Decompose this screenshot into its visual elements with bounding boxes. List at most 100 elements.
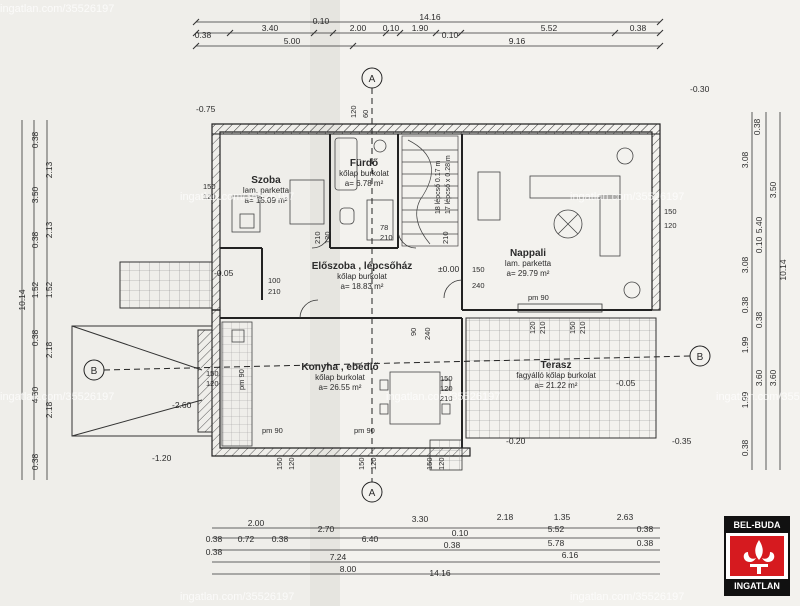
- opening-label: 210: [380, 233, 393, 242]
- dim-left: 2.18: [44, 341, 54, 358]
- top-dimensions: [192, 18, 664, 50]
- dim-right: 0.38: [754, 311, 764, 328]
- opening-label: 150: [203, 182, 216, 191]
- dim-bottom-r1: 3.30: [412, 514, 429, 524]
- room-floor-furdo: kőlap burkolat: [339, 169, 390, 178]
- opening-label: 120: [323, 231, 332, 244]
- logo-top-text: BEL-BUDA: [726, 518, 788, 533]
- level-marker: -0.05: [214, 268, 234, 278]
- dim-right: 0.38: [740, 439, 750, 456]
- dim-top-r1: 2.00: [350, 23, 367, 33]
- dim-top-r1: 0.38: [195, 30, 212, 40]
- opening-label: 120: [528, 321, 537, 334]
- dim-top-r1: 0.38: [630, 23, 647, 33]
- room-area-terasz: a= 21.22 m²: [535, 381, 578, 390]
- room-floor-nappali: lam. parketta: [505, 259, 552, 268]
- dim-bottom-r3: 0.38: [444, 540, 461, 550]
- dim-bottom-r5: 8.00: [340, 564, 357, 574]
- opening-label: 150: [440, 374, 453, 383]
- building-walls: [71, 123, 661, 471]
- level-marker: -0.05: [616, 378, 636, 388]
- room-name-nappali: Nappali: [510, 248, 546, 259]
- dim-left: 1.52: [44, 281, 54, 298]
- stair-note: 17 lépcső x 0.28 m: [445, 155, 452, 214]
- dim-bottom-r4: 6.16: [562, 550, 579, 560]
- opening-label: 210: [268, 287, 281, 296]
- dim-bottom-r2: 0.72: [238, 534, 255, 544]
- dim-top-r2: 9.16: [509, 36, 526, 46]
- dim-bottom-r1: 2.70: [318, 524, 335, 534]
- dim-right: 5.40: [754, 216, 764, 233]
- dim-top-r1: 3.40: [262, 23, 279, 33]
- room-floor-konyha: kőlap burkolat: [315, 373, 366, 382]
- opening-label: 120: [664, 221, 677, 230]
- room-floor-eloszoba: kőlap burkolat: [337, 272, 388, 281]
- dim-bottom-r1: 2.63: [617, 512, 634, 522]
- opening-label: 120: [206, 379, 219, 388]
- opening-label: 78: [380, 223, 388, 232]
- dim-left: 0.38: [30, 231, 40, 248]
- opening-label: 120: [203, 192, 216, 201]
- dim-top-r1: 0.10: [383, 23, 400, 33]
- dim-left: 4.50: [30, 386, 40, 403]
- dim-right: 0.10: [754, 236, 764, 253]
- level-marker: -2.60: [172, 400, 192, 410]
- dim-bottom-r2: 0.10: [452, 528, 469, 538]
- dim-left: 3.50: [30, 186, 40, 203]
- dim-right-overall: 10.14: [778, 259, 788, 281]
- room-name-furdo: Fürdő: [350, 158, 378, 169]
- opening-label: 240: [423, 327, 432, 340]
- section-a-bottom: A: [369, 488, 376, 499]
- dim-left: 2.13: [44, 221, 54, 238]
- dim-right: 3.08: [740, 256, 750, 273]
- dim-top-r2: 5.00: [284, 36, 301, 46]
- level-marker: -0.20: [506, 436, 526, 446]
- room-name-terasz: Terasz: [541, 360, 572, 371]
- opening-label: pm 90: [262, 426, 283, 435]
- opening-label: 150: [425, 457, 434, 470]
- room-floor-terasz: fagyálló kőlap burkolat: [516, 371, 596, 380]
- dim-left: 0.38: [30, 131, 40, 148]
- room-name-szoba: Szoba: [251, 175, 281, 186]
- dim-bottom-r2: 5.52: [548, 524, 565, 534]
- dim-top-r1: 0.10: [442, 30, 459, 40]
- opening-label: 210: [538, 321, 547, 334]
- room-area-nappali: a= 29.79 m²: [507, 269, 550, 278]
- bel-buda-logo: BEL-BUDA INGATLAN: [724, 516, 790, 596]
- section-b-left: B: [91, 366, 98, 377]
- dim-left: 0.38: [30, 329, 40, 346]
- opening-label: 120: [437, 457, 446, 470]
- watermark-text: ingatlan.com/35526197: [0, 3, 114, 15]
- level-marker: ±0.00: [438, 264, 459, 274]
- watermark-text: ingatlan.com/35526197: [0, 391, 114, 403]
- dim-right: 1.99: [740, 336, 750, 353]
- section-b-right: B: [697, 352, 704, 363]
- opening-label: pm 90: [528, 293, 549, 302]
- dim-left: 0.38: [30, 453, 40, 470]
- dim-bottom-r3: 0.38: [637, 538, 654, 548]
- room-floor-szoba: lam. parketta: [243, 186, 290, 195]
- dim-bottom-r2: 0.38: [637, 524, 654, 534]
- opening-label: 210: [578, 321, 587, 334]
- dim-bottom-r1: 2.00: [248, 518, 265, 528]
- section-markers: [83, 67, 711, 503]
- dim-right: 3.08: [740, 151, 750, 168]
- fleur-de-lis-icon: [730, 536, 784, 576]
- bottom-dimensions: [212, 527, 660, 575]
- dim-bottom-r2: 0.38: [206, 534, 223, 544]
- opening-label: 150: [568, 321, 577, 334]
- watermark-text: ingatlan.com/35526197: [180, 191, 294, 203]
- dim-bottom-r5: 14.16: [429, 568, 451, 578]
- section-a-top: A: [369, 74, 376, 85]
- opening-label: 150: [472, 265, 485, 274]
- watermark-text: ingatlan.com/35526197: [180, 591, 294, 603]
- opening-label: 100: [268, 276, 281, 285]
- left-dimensions: [21, 120, 48, 480]
- level-marker: -0.75: [196, 104, 216, 114]
- room-area-eloszoba: a= 18.83 m²: [341, 282, 384, 291]
- opening-label: 60: [361, 110, 370, 118]
- dim-top-r1: 5.52: [541, 23, 558, 33]
- opening-label: 210: [441, 231, 450, 244]
- level-marker: -0.30: [690, 84, 710, 94]
